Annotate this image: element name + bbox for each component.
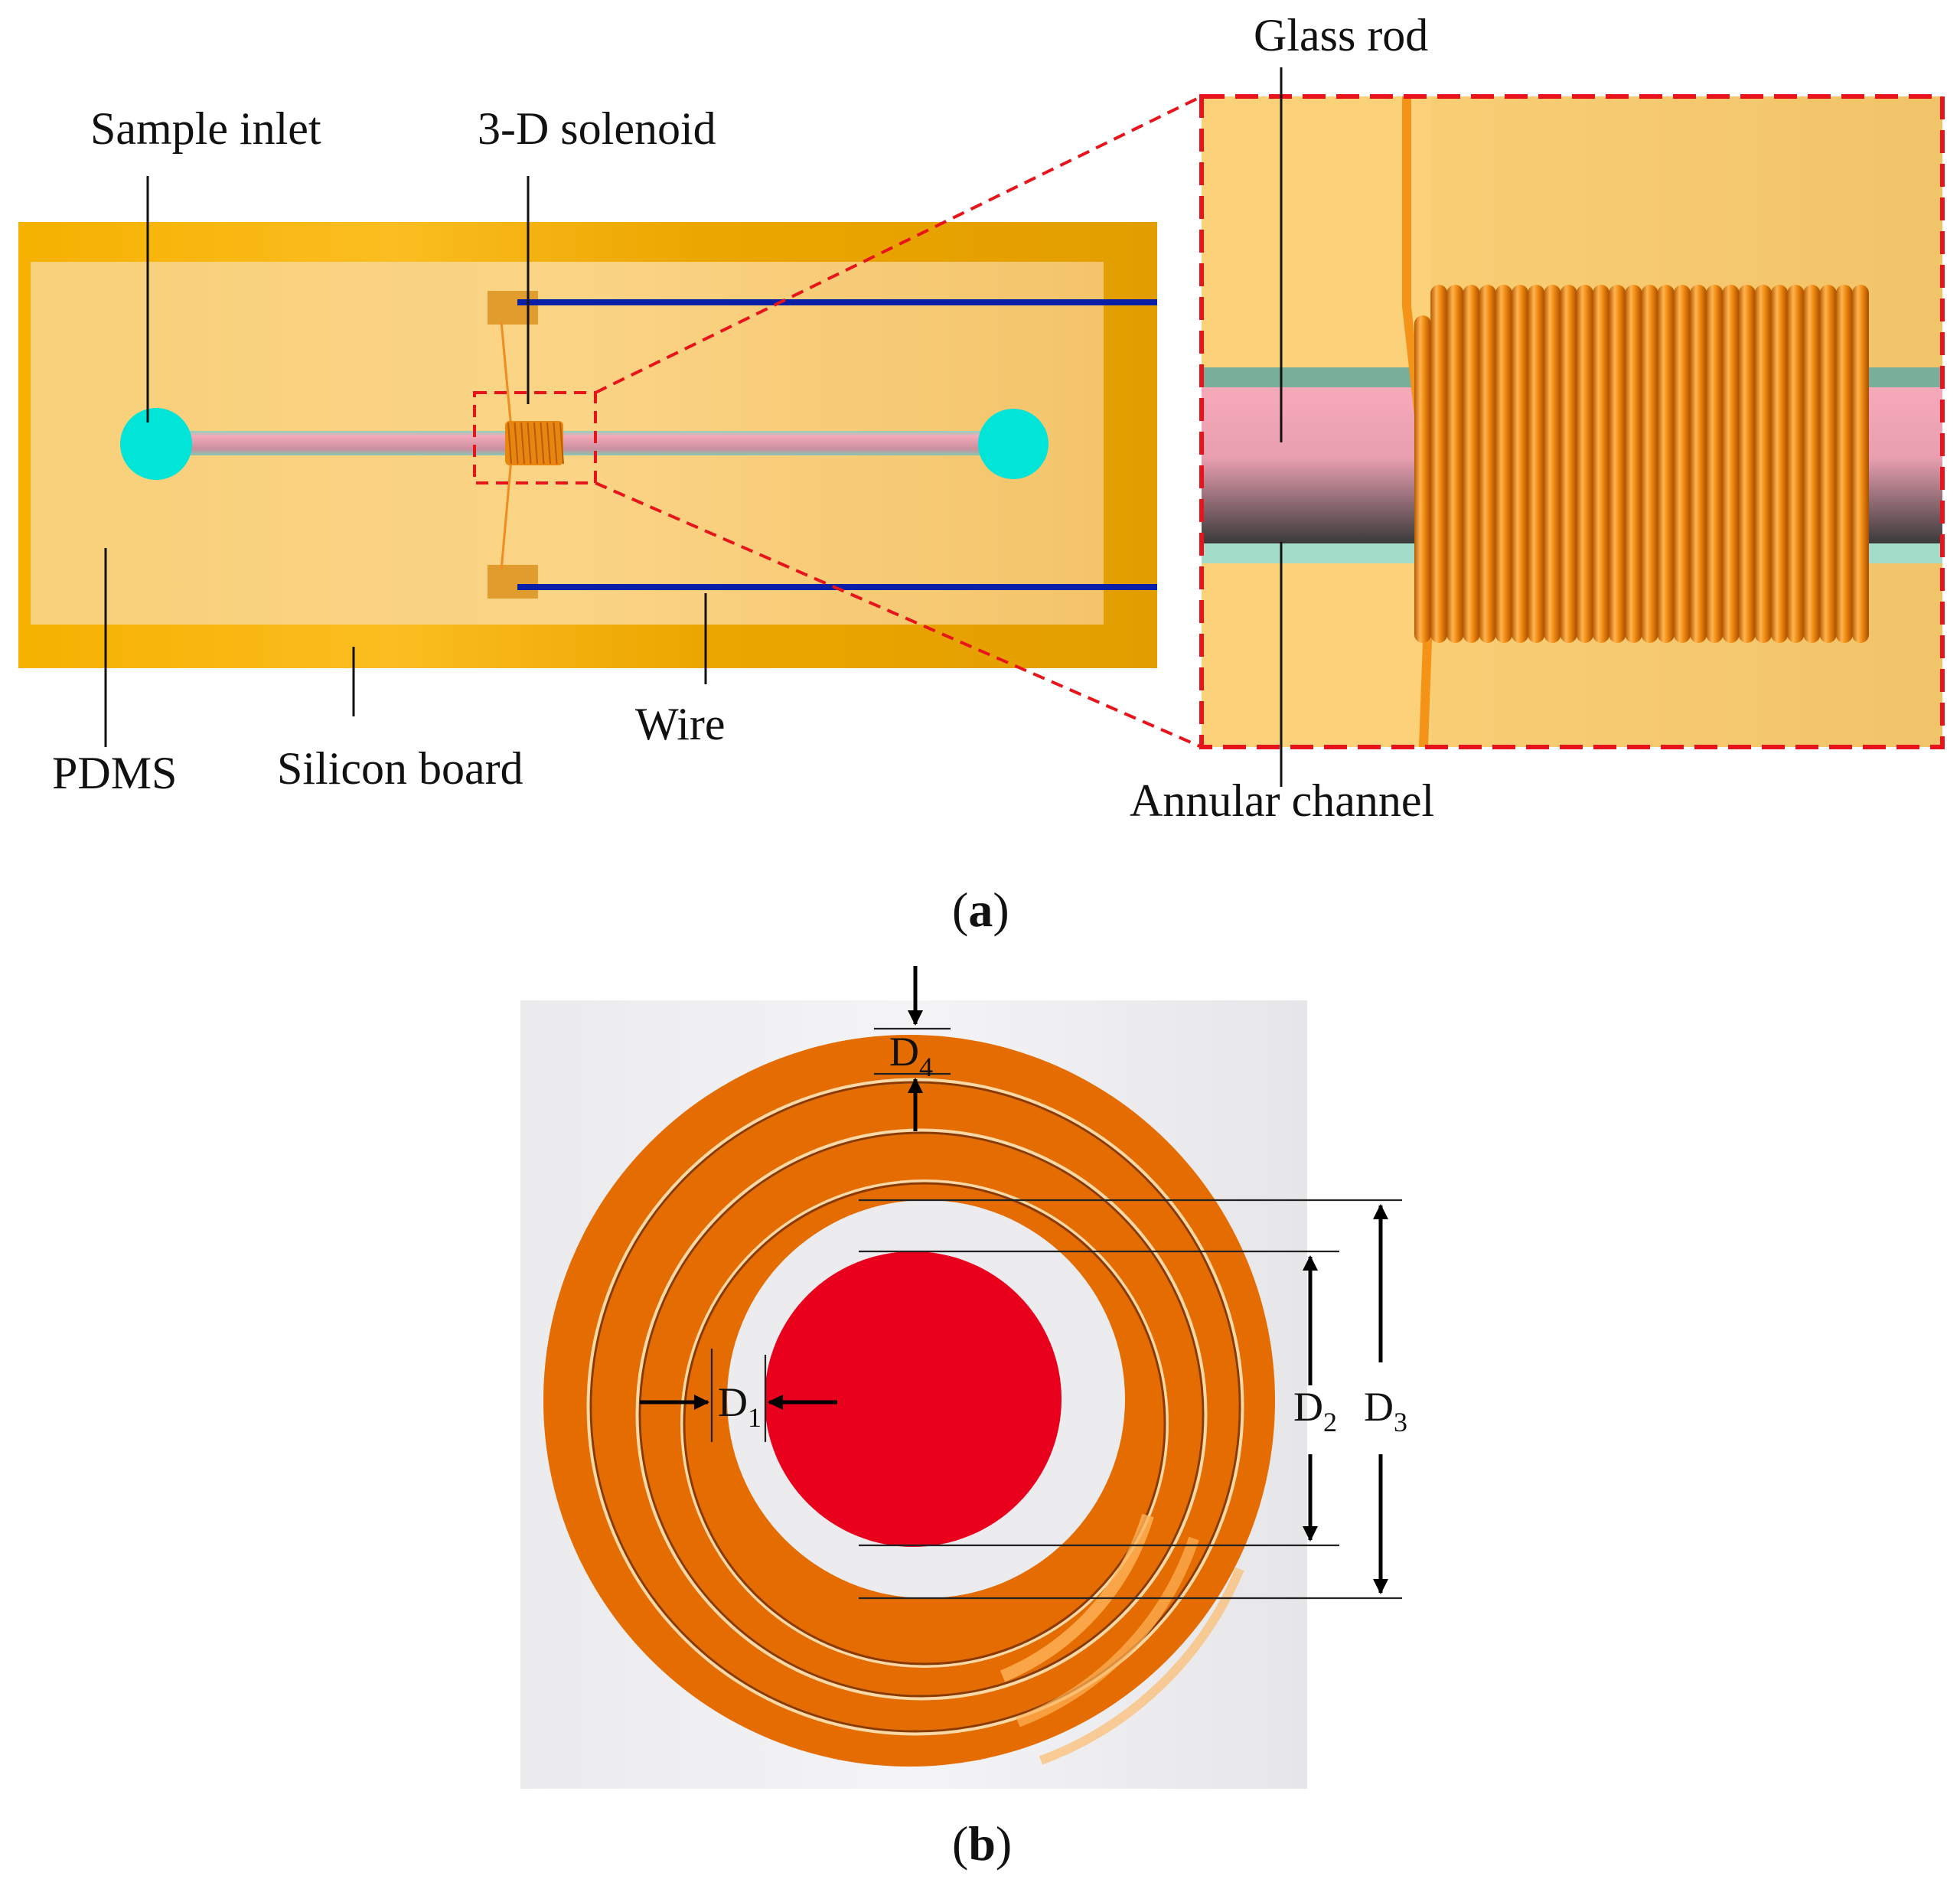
zoom-link-top (595, 95, 1202, 394)
svg-text:D3: D3 (1364, 1384, 1407, 1437)
zoom-inset (1199, 94, 1945, 749)
coil-turn (1657, 285, 1675, 643)
zoom-frame (1199, 94, 1945, 749)
label-sample-inlet: Sample inlet (90, 103, 321, 154)
zoom-region (473, 391, 597, 484)
caption-a: (a) (952, 883, 1009, 937)
coil-turn (1609, 285, 1626, 643)
coil-turn-small (540, 422, 545, 465)
dimension-d4: D4 (874, 966, 951, 1131)
coil-turn (1576, 285, 1593, 643)
panel-b: D1 D2 D3 D4 (b) (520, 966, 1407, 1871)
coil-turn (1787, 285, 1805, 643)
coil-turn (1641, 285, 1658, 643)
rod-core (765, 1251, 1062, 1547)
coil-turn (1593, 285, 1610, 643)
coil-turn-small (533, 422, 538, 465)
contact-pad-bottom (488, 565, 538, 599)
label-annular-channel: Annular channel (1130, 775, 1434, 826)
coil-turn (1803, 285, 1821, 643)
coil-lead-top (500, 321, 513, 429)
coil-turn (1673, 285, 1691, 643)
coil-turn-small (527, 422, 532, 465)
coil-turn (1463, 285, 1480, 643)
coil-turn-small (546, 422, 551, 465)
coil-turn (1754, 285, 1772, 643)
coil-turn (1690, 285, 1707, 643)
coil-turn-small (559, 422, 564, 465)
solenoid-small (505, 421, 563, 465)
dimension-d1: D1 (640, 1349, 837, 1442)
dimension-d2: D2 (859, 1250, 1339, 1547)
label-solenoid: 3-D solenoid (478, 103, 716, 154)
coil-turn-small (553, 422, 558, 465)
coil-turn (1625, 285, 1642, 643)
dimension-d3: D3 (859, 1199, 1407, 1600)
microchannel (155, 431, 1010, 455)
coil-turn (1835, 285, 1853, 643)
solenoid-inset-turns (1414, 285, 1869, 643)
coil-turn (1479, 285, 1496, 643)
panel-a: Sample inlet 3-D solenoid Glass rod PDMS… (18, 10, 1945, 937)
coil-turn-small (520, 422, 525, 465)
svg-text:D4: D4 (889, 1029, 933, 1082)
sample-inlet (120, 408, 192, 480)
label-silicon-board: Silicon board (277, 743, 523, 794)
coil-cross-section (543, 1035, 1275, 1767)
label-wire: Wire (635, 699, 726, 749)
coil-turn-small (514, 422, 519, 465)
coil-turn (1495, 285, 1512, 643)
contact-pad-top (488, 291, 538, 325)
svg-text:D2: D2 (1293, 1384, 1337, 1437)
svg-text:D1: D1 (718, 1379, 761, 1433)
coil-turn (1819, 285, 1837, 643)
label-pdms: PDMS (52, 748, 177, 798)
coil-turn (1560, 285, 1577, 643)
sample-outlet (978, 409, 1048, 479)
coil-turn (1446, 285, 1464, 643)
coil-turn (1430, 285, 1448, 643)
coil-turn (1852, 285, 1869, 643)
coil-turn (1512, 285, 1529, 643)
caption-b: (b) (952, 1816, 1012, 1871)
coil-turn (1414, 315, 1431, 643)
label-glass-rod: Glass rod (1254, 10, 1428, 60)
coil-turn (1738, 285, 1756, 643)
coil-turn (1722, 285, 1740, 643)
coil-turn-small (507, 422, 512, 465)
coil-turn (1528, 285, 1545, 643)
coil-turn (1771, 285, 1789, 643)
coil-turn (1706, 285, 1724, 643)
coil-lead-bottom (500, 458, 513, 571)
coil-turn (1544, 285, 1561, 643)
zoom-link-bottom (595, 481, 1202, 749)
solenoid-small-turns (507, 422, 564, 465)
